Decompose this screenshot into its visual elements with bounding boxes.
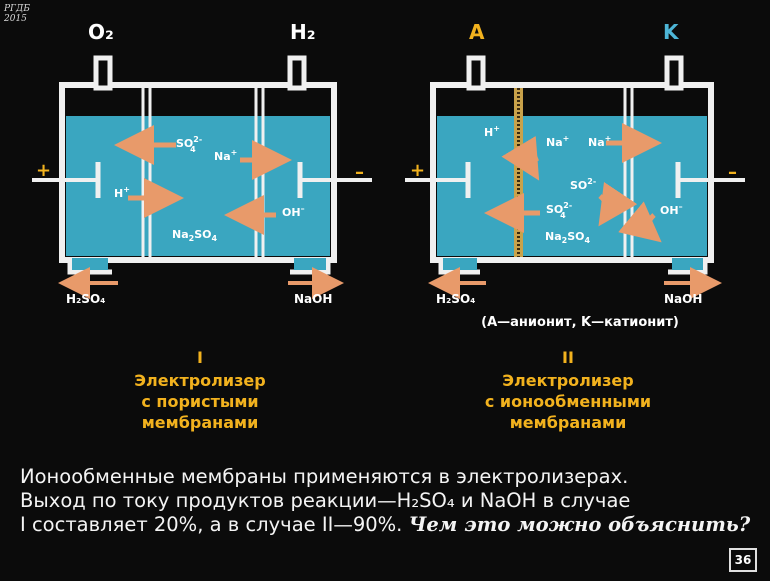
cell2-ion-na1: Na+ (546, 134, 569, 149)
cell1-number: I (197, 348, 203, 367)
question-italic: Чем это можно объяснить? (408, 513, 751, 536)
cell2-caption-line2: с ионообменными (484, 392, 652, 411)
cell2-ion-na2: Na+ (588, 134, 611, 149)
cell2-ion-na2so4: Na2SO4 (545, 230, 591, 245)
cell2-outlet-naoh: NaOH (664, 292, 703, 306)
cell1-caption-line2: с пористыми (141, 392, 259, 411)
cell2-ion-oh: OH– (660, 202, 683, 217)
page-number: 36 (729, 548, 757, 572)
cell2-membrane-note: (A—анионит, K—катионит) (481, 315, 679, 330)
cell1-ion-oh: OH– (282, 204, 305, 219)
cell1-caption-line1: Электролизер (134, 371, 266, 390)
cell1-cathode-sign: – (355, 162, 364, 183)
cell2-so4-blocked-arrow (598, 181, 638, 227)
cell2-anode-sign: + (410, 160, 425, 181)
cell2-outlet-h2so4: H₂SO₄ (436, 292, 476, 306)
cell2-label-a: A (469, 20, 485, 44)
cell2-ion-h: H+ (484, 124, 500, 139)
cell1-outlet-h2so4: H₂SO₄ (66, 292, 106, 306)
cell2-cathode-sign: – (728, 162, 737, 183)
text-line1: Ионообменные мембраны применяются в элек… (20, 465, 629, 488)
text-line3-main: I составляет 20%, а в случае II—90%. (20, 513, 403, 536)
watermark-org: РГДБ (4, 4, 30, 14)
cell2-number: II (562, 348, 574, 367)
cell2-oh-blocked-arrow (618, 201, 662, 243)
cell1-ion-na: Na+ (214, 148, 237, 163)
text-line3: I составляет 20%, а в случае II—90%. Чем… (20, 513, 758, 537)
cell2-ion-so4b: SO2-4 (546, 201, 572, 220)
cell1-caption: Электролизер с пористыми мембранами (100, 370, 300, 433)
cell2-caption: Электролизер с ионообменными мембранами (458, 370, 678, 433)
electrolyzer-diagrams: + – SO2-4 H+ Na+ OH– Na2SO4 + – (32, 55, 745, 299)
cell2-caption-line1: Электролизер (502, 371, 634, 390)
cell1-anode-sign: + (36, 160, 51, 181)
cell1-ion-so4: SO2-4 (176, 135, 202, 154)
cell1-gas-h2: H₂ (290, 20, 316, 44)
cell1-caption-line3: мембранами (141, 413, 259, 432)
cell2-label-k: K (663, 20, 679, 44)
cell1-gas-o2: O₂ (88, 20, 114, 44)
cell2-ion-so4a: SO2- (570, 177, 596, 192)
question-text: Ионообменные мембраны применяются в элек… (20, 465, 758, 537)
cell1-vessel (32, 55, 372, 275)
watermark: РГДБ 2015 (4, 4, 30, 24)
cell1-ion-na2so4: Na2SO4 (172, 228, 218, 243)
cell1-ion-h: H+ (114, 185, 130, 200)
cell1-outlet-naoh: NaOH (294, 292, 333, 306)
cell2-caption-line3: мембранами (509, 413, 627, 432)
watermark-year: 2015 (4, 14, 27, 24)
cell2-na-blocked-arrow (501, 135, 540, 181)
text-line2: Выход по току продуктов реакции—H₂SO₄ и … (20, 489, 631, 512)
